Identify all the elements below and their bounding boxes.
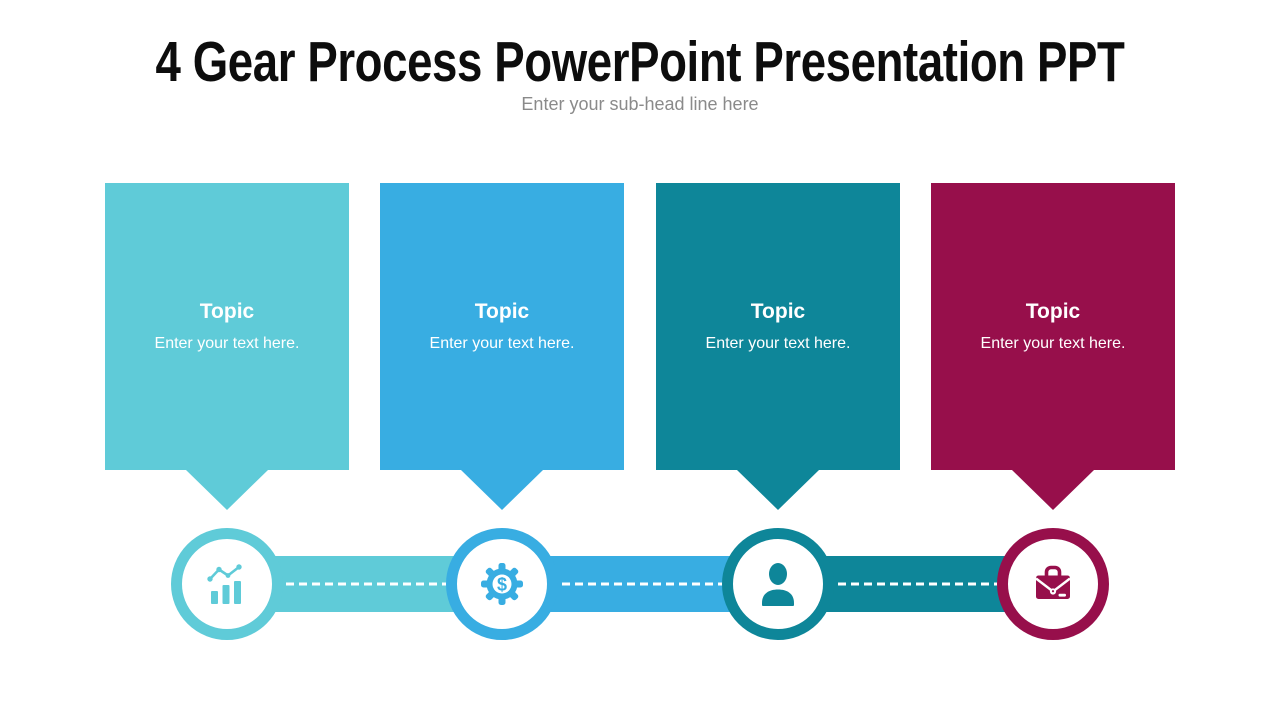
slide-title[interactable]: 4 Gear Process PowerPoint Presentation P… xyxy=(155,30,1125,94)
topic-card-1[interactable]: Topic Enter your text here. xyxy=(105,183,349,470)
callout-pointer xyxy=(461,470,543,510)
process-step-1: Topic Enter your text here. xyxy=(105,183,349,653)
topic-description: Enter your text here. xyxy=(429,335,575,352)
topic-card-3[interactable]: Topic Enter your text here. xyxy=(656,183,900,470)
person-icon xyxy=(754,560,802,608)
dashed-line xyxy=(786,582,1046,586)
topic-title: Topic xyxy=(750,300,806,323)
callout-pointer xyxy=(186,470,268,510)
topic-title: Topic xyxy=(199,300,255,323)
briefcase-icon xyxy=(1029,560,1077,608)
step-1-icon-circle[interactable] xyxy=(171,528,283,640)
dashed-line xyxy=(234,582,494,586)
step-3-icon-circle[interactable] xyxy=(722,528,834,640)
topic-title: Topic xyxy=(474,300,530,323)
trend-bar-chart-icon xyxy=(203,560,251,608)
dashed-line xyxy=(510,582,770,586)
process-step-2: Topic Enter your text here. xyxy=(380,183,624,653)
topic-title: Topic xyxy=(1025,300,1081,323)
slide-subtitle[interactable]: Enter your sub-head line here xyxy=(521,94,759,114)
step-2-icon-circle[interactable]: $ xyxy=(446,528,558,640)
topic-description: Enter your text here. xyxy=(705,335,851,352)
topic-card-4[interactable]: Topic Enter your text here. xyxy=(931,183,1175,470)
svg-text:$: $ xyxy=(497,575,507,595)
topic-description: Enter your text here. xyxy=(980,335,1126,352)
dollar-gear-icon: $ xyxy=(478,560,526,608)
step-4-icon-circle[interactable] xyxy=(997,528,1109,640)
topic-description: Enter your text here. xyxy=(154,335,300,352)
process-step-4: Topic Enter your text here. xyxy=(931,183,1175,653)
callout-pointer xyxy=(1012,470,1094,510)
callout-pointer xyxy=(737,470,819,510)
process-step-3: Topic Enter your text here. xyxy=(656,183,900,653)
topic-card-2[interactable]: Topic Enter your text here. xyxy=(380,183,624,470)
